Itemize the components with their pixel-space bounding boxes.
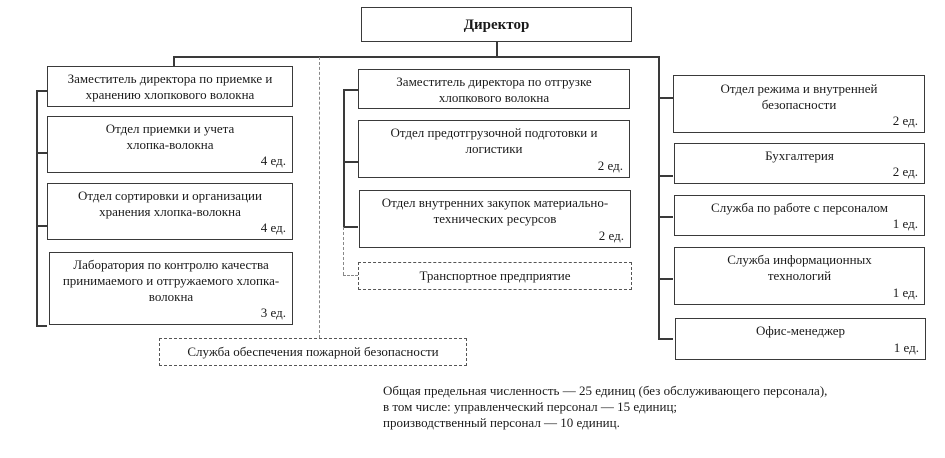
connector-left-drop [173,56,175,66]
unit-title: Служба по работе с персоналом [711,200,888,215]
connector-right-branch [658,175,673,177]
unit-count: 3 ед. [260,305,286,320]
right-unit-box: Служба информационных технологий 1 ед. [674,247,925,305]
transport-box: Транспортное предприятие [358,262,632,290]
unit-title: Отдел сортировки и организации хранения … [78,188,262,219]
connector-left-branch [36,152,47,154]
note-line: в том числе: управленческий персонал — 1… [383,399,678,414]
middle-unit-box: Отдел предотгрузочной подготовки и логис… [358,120,630,178]
connector-right-drop [658,56,660,339]
unit-count: 4 ед. [260,153,286,168]
unit-count: 2 ед. [598,228,624,243]
note-line: Общая предельная численность — 25 единиц… [383,383,828,398]
right-unit-box: Отдел режима и внутренней безопасности 2… [673,75,925,133]
left-deputy-title: Заместитель директора по приемке и хране… [67,71,273,102]
left-unit-box: Отдел сортировки и организации хранения … [47,183,293,240]
unit-title: Отдел предотгрузочной подготовки и логис… [390,125,598,156]
unit-count: 1 ед. [892,285,918,300]
connector-middle-vertical [343,89,345,227]
unit-title: Офис-менеджер [755,323,846,338]
right-unit-box: Служба по работе с персоналом 1 ед. [674,195,925,236]
fire-safety-title: Служба обеспечения пожарной безопасности [187,344,439,359]
connector-right-branch [658,216,673,218]
unit-title: Отдел приемки и учета хлопка-волокна [105,121,235,152]
director-title: Директор [463,17,530,33]
connector-middle-branch [343,161,358,163]
connector-director-down [496,42,498,57]
connector-left-branch [36,225,47,227]
connector-main-horizontal [173,56,659,58]
connector-left-branch [36,325,47,327]
connector-fire-dashed [319,57,320,338]
middle-deputy-title: Заместитель директора по отгрузке хлопко… [396,74,592,105]
connector-right-branch [658,278,673,280]
connector-left-vertical [36,90,38,326]
staffing-note: Общая предельная численность — 25 единиц… [383,383,827,431]
unit-title: Отдел внутренних закупок материально-тех… [381,195,609,226]
connector-middle-branch [343,226,358,228]
connector-right-branch [658,338,673,340]
unit-count: 2 ед. [892,164,918,179]
unit-count: 2 ед. [892,113,918,128]
middle-unit-box: Отдел внутренних закупок материально-тех… [359,190,631,248]
unit-count: 4 ед. [260,220,286,235]
connector-transport-dashed [343,227,344,275]
unit-title: Служба информационных технологий [727,252,872,283]
director-box: Директор [361,7,632,42]
connector-left-branch [36,90,47,92]
left-unit-box: Отдел приемки и учета хлопка-волокна 4 е… [47,116,293,173]
unit-count: 1 ед. [893,340,919,355]
right-unit-box: Бухгалтерия 2 ед. [674,143,925,184]
unit-title: Бухгалтерия [765,148,834,163]
fire-safety-box: Служба обеспечения пожарной безопасности [159,338,467,366]
unit-title: Отдел режима и внутренней безопасности [720,81,878,112]
left-deputy-box: Заместитель директора по приемке и хране… [47,66,293,107]
transport-title: Транспортное предприятие [419,268,571,283]
unit-title: Лаборатория по контролю качества принима… [62,257,280,304]
connector-middle-branch [343,89,358,91]
right-unit-box: Офис-менеджер 1 ед. [675,318,926,360]
middle-deputy-box: Заместитель директора по отгрузке хлопко… [358,69,630,109]
unit-count: 2 ед. [597,158,623,173]
unit-count: 1 ед. [892,216,918,231]
connector-transport-dashed [343,275,358,276]
note-line: производственный персонал — 10 единиц. [383,415,620,430]
connector-right-branch [658,97,673,99]
left-unit-box: Лаборатория по контролю качества принима… [49,252,293,325]
